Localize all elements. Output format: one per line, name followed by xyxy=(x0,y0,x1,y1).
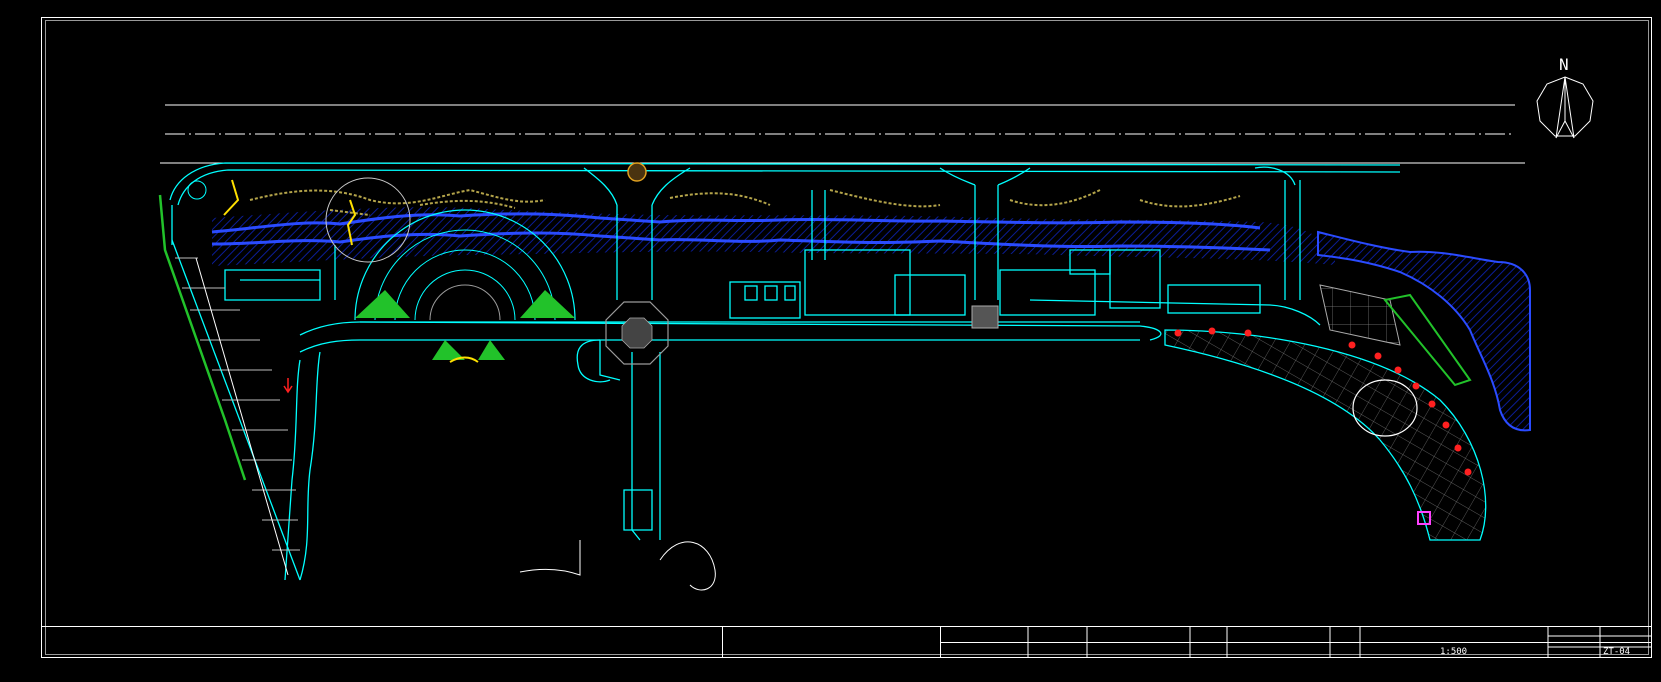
river-edge-top xyxy=(211,212,1261,234)
road-lines xyxy=(160,104,1525,164)
kiosk xyxy=(187,180,207,200)
pier-left xyxy=(519,540,581,576)
grid-plaza-right xyxy=(1319,284,1401,346)
curved-walk xyxy=(659,541,716,591)
fountain-top xyxy=(627,162,647,182)
yellow-path xyxy=(346,199,357,246)
lamp-posts xyxy=(1174,327,1472,476)
magenta-feature xyxy=(1417,511,1431,525)
green-edge-left xyxy=(158,194,247,481)
crescent-paving xyxy=(1164,329,1487,541)
title-block xyxy=(41,626,1652,658)
stairs-wedge xyxy=(175,257,300,576)
oval-stage xyxy=(1352,379,1418,437)
circular-garden xyxy=(325,177,411,263)
right-lake xyxy=(1317,230,1531,432)
scale-value: 1:500 xyxy=(1440,647,1467,657)
octagon-core xyxy=(621,317,653,349)
inner-frame xyxy=(45,20,1649,655)
red-arrow xyxy=(283,378,293,394)
north-arrow-icon xyxy=(1536,76,1594,139)
yellow-stair xyxy=(223,179,240,216)
site-outline xyxy=(169,162,1401,581)
tree-rows xyxy=(249,188,1241,216)
north-label: N xyxy=(1559,55,1569,74)
outer-frame xyxy=(41,17,1652,658)
small-plaza xyxy=(971,305,999,329)
octagon-plaza xyxy=(605,301,669,365)
river-edge-bottom xyxy=(211,231,1271,252)
amphitheatre xyxy=(354,209,576,363)
green-steps-right xyxy=(1383,293,1472,387)
drawing-number: ZT-04 xyxy=(1603,647,1630,657)
